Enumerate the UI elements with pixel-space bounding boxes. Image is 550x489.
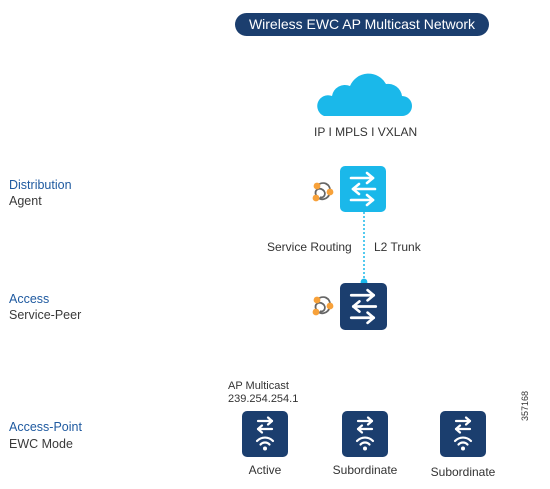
service-routing-icon: [309, 178, 337, 206]
service-routing-icon: [309, 292, 337, 320]
l2-trunk-label: L2 Trunk: [374, 240, 421, 254]
access-point-icon: [440, 411, 486, 457]
access-switch-icon: [340, 283, 387, 330]
cloud-icon: [314, 68, 412, 118]
access-point-label: Access-Point: [9, 420, 82, 434]
ap-subordinate-label: Subordinate: [332, 463, 398, 477]
diagram-title: Wireless EWC AP Multicast Network: [235, 13, 489, 36]
l2-trunk-link: [359, 212, 369, 288]
access-point-icon: [342, 411, 388, 457]
access-point-role: EWC Mode: [9, 437, 73, 451]
ap-multicast-label: AP Multicast: [228, 380, 289, 392]
distribution-role: Agent: [9, 194, 42, 208]
distribution-switch-icon: [340, 166, 386, 212]
ap-active-label: Active: [248, 463, 282, 477]
access-point-icon: [242, 411, 288, 457]
access-role: Service-Peer: [9, 308, 82, 322]
ap-subordinate-label: Subordinate: [430, 465, 496, 479]
ap-multicast-address: 239.254.254.1: [228, 393, 299, 405]
figure-id: 357168: [520, 390, 530, 421]
service-routing-label: Service Routing: [267, 240, 352, 254]
access-label: Access: [9, 292, 50, 306]
cloud-label: IP I MPLS I VXLAN: [314, 125, 418, 139]
distribution-label: Distribution: [9, 178, 72, 192]
